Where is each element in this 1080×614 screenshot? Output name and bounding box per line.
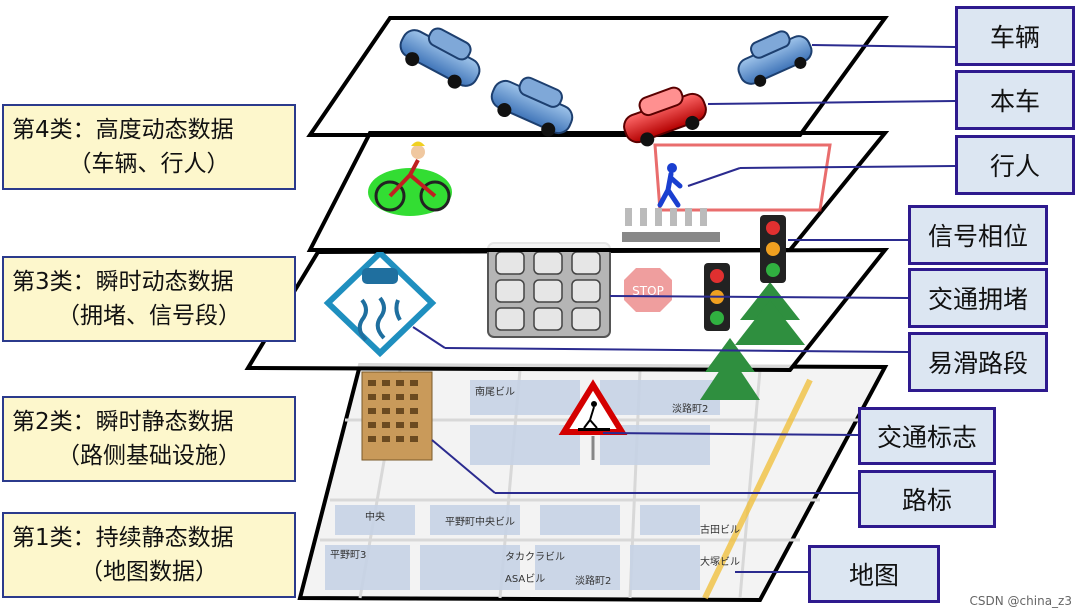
label-road-marker: 路标 — [858, 470, 996, 528]
category-3-subtitle: （拥堵、信号段） — [57, 299, 241, 333]
category-1-box: 第1类：持续静态数据 （地图数据） — [2, 512, 296, 598]
label-slippery-road: 易滑路段 — [908, 332, 1048, 392]
label-traffic-sign: 交通标志 — [858, 407, 996, 465]
label-vehicle: 车辆 — [955, 6, 1075, 66]
category-1-subtitle: （地图数据） — [80, 555, 218, 589]
label-congestion: 交通拥堵 — [908, 268, 1048, 328]
stop-sign-icon: STOP — [624, 268, 672, 312]
category-3-box: 第3类：瞬时动态数据 （拥堵、信号段） — [2, 256, 296, 342]
map-text-1: 南尾ビル — [475, 385, 515, 398]
category-2-title: 第2类：瞬时静态数据 — [4, 405, 234, 439]
map-text-10: 大塚ビル — [700, 555, 740, 568]
category-4-box: 第4类：高度动态数据 （车辆、行人） — [2, 104, 296, 190]
label-signal-phase: 信号相位 — [908, 205, 1048, 265]
map-text-4: 中央 — [365, 510, 385, 523]
category-1-title: 第1类：持续静态数据 — [4, 521, 234, 555]
map-text-2: 淡路町2 — [672, 402, 708, 415]
label-pedestrian: 行人 — [955, 135, 1075, 195]
category-2-box: 第2类：瞬时静态数据 （路侧基础设施） — [2, 396, 296, 482]
map-text-6: タカクラビル — [505, 551, 565, 563]
map-text-8: 淡路町2 — [575, 574, 611, 587]
map-text-3: 平野町中央ビル — [445, 515, 515, 528]
map-text-5: 平野町3 — [330, 549, 366, 561]
layer-map: 南尾ビル 淡路町2 平野町中央ビル 中央 平野町3 タカクラビル ASAビル 淡… — [300, 365, 885, 600]
vehicle-car-icon-1 — [393, 15, 489, 96]
category-4-subtitle: （车辆、行人） — [69, 147, 230, 181]
map-text-9: 古田ビル — [700, 523, 740, 536]
traffic-light-icon-2 — [760, 215, 786, 283]
label-map: 地图 — [808, 545, 940, 603]
label-ego-car: 本车 — [955, 70, 1075, 130]
building-icon — [362, 372, 432, 460]
traffic-jam-icon — [488, 243, 610, 337]
category-3-title: 第3类：瞬时动态数据 — [4, 265, 234, 299]
watermark: CSDN @china_z3 — [970, 594, 1072, 608]
map-text-7: ASAビル — [505, 573, 545, 585]
vehicle-car-icon-3 — [731, 23, 818, 93]
category-2-subtitle: （路侧基础设施） — [57, 439, 241, 473]
category-4-title: 第4类：高度动态数据 — [4, 113, 234, 147]
